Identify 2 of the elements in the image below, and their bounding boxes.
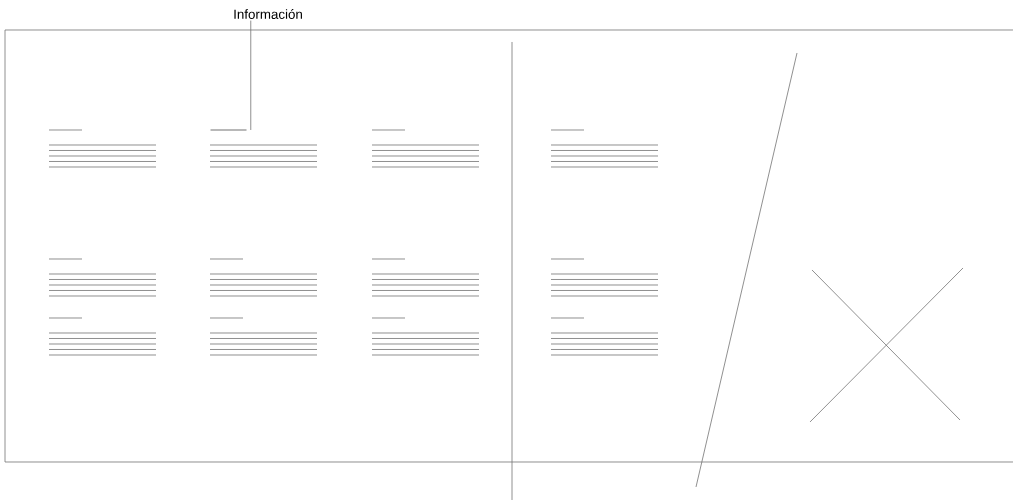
callout-label: Información xyxy=(234,9,302,19)
leader-line xyxy=(250,20,252,131)
